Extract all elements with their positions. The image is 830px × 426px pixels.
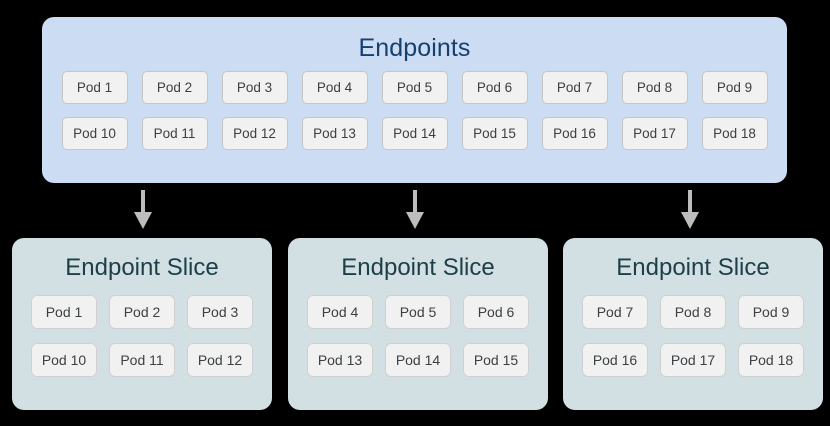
- pod-chip[interactable]: Pod 16: [541, 117, 608, 150]
- pod-chip[interactable]: Pod 5: [385, 295, 451, 329]
- pod-chip[interactable]: Pod 9: [701, 71, 768, 104]
- endpoints-pod-row: Pod 10 Pod 11 Pod 12 Pod 13 Pod 14 Pod 1…: [58, 117, 771, 150]
- endpoints-panel: Endpoints Pod 1 Pod 2 Pod 3 Pod 4 Pod 5 …: [42, 17, 787, 183]
- pod-chip[interactable]: Pod 17: [660, 343, 726, 377]
- endpoint-slice-title: Endpoint Slice: [616, 254, 770, 281]
- pod-chip[interactable]: Pod 12: [221, 117, 288, 150]
- pod-chip[interactable]: Pod 3: [221, 71, 288, 104]
- endpoints-pod-grid: Pod 1 Pod 2 Pod 3 Pod 4 Pod 5 Pod 6 Pod …: [58, 71, 771, 150]
- pod-chip[interactable]: Pod 1: [31, 295, 97, 329]
- endpoint-slice-panel: Endpoint Slice Pod 1 Pod 2 Pod 3 Pod 10 …: [12, 238, 272, 410]
- pod-chip[interactable]: Pod 8: [660, 295, 726, 329]
- pod-chip[interactable]: Pod 10: [31, 343, 97, 377]
- pod-chip[interactable]: Pod 14: [385, 343, 451, 377]
- endpoint-slice-panel: Endpoint Slice Pod 7 Pod 8 Pod 9 Pod 16 …: [563, 238, 823, 410]
- endpoint-slice-pod-row: Pod 10 Pod 11 Pod 12: [26, 343, 258, 377]
- pod-chip[interactable]: Pod 14: [381, 117, 448, 150]
- pod-chip[interactable]: Pod 10: [61, 117, 128, 150]
- endpoint-slice-pod-grid: Pod 7 Pod 8 Pod 9 Pod 16 Pod 17 Pod 18: [577, 295, 809, 377]
- endpoint-slice-title: Endpoint Slice: [65, 254, 219, 281]
- endpoint-slice-panel: Endpoint Slice Pod 4 Pod 5 Pod 6 Pod 13 …: [288, 238, 548, 410]
- pod-chip[interactable]: Pod 3: [187, 295, 253, 329]
- pod-chip[interactable]: Pod 7: [582, 295, 648, 329]
- pod-chip[interactable]: Pod 2: [141, 71, 208, 104]
- endpoint-slice-pod-row: Pod 13 Pod 14 Pod 15: [302, 343, 534, 377]
- pod-chip[interactable]: Pod 17: [621, 117, 688, 150]
- endpoint-slice-pod-row: Pod 4 Pod 5 Pod 6: [302, 295, 534, 329]
- pod-chip[interactable]: Pod 1: [61, 71, 128, 104]
- endpoints-title: Endpoints: [358, 34, 471, 62]
- pod-chip[interactable]: Pod 11: [109, 343, 175, 377]
- endpoints-pod-row: Pod 1 Pod 2 Pod 3 Pod 4 Pod 5 Pod 6 Pod …: [58, 71, 771, 104]
- endpoint-slice-pod-grid: Pod 1 Pod 2 Pod 3 Pod 10 Pod 11 Pod 12: [26, 295, 258, 377]
- arrow-down-icon: [402, 190, 428, 230]
- pod-chip[interactable]: Pod 6: [461, 71, 528, 104]
- pod-chip[interactable]: Pod 18: [738, 343, 804, 377]
- pod-chip[interactable]: Pod 15: [461, 117, 528, 150]
- pod-chip[interactable]: Pod 6: [463, 295, 529, 329]
- arrow-down-icon: [130, 190, 156, 230]
- pod-chip[interactable]: Pod 2: [109, 295, 175, 329]
- pod-chip[interactable]: Pod 11: [141, 117, 208, 150]
- pod-chip[interactable]: Pod 8: [621, 71, 688, 104]
- pod-chip[interactable]: Pod 13: [307, 343, 373, 377]
- endpoint-slice-pod-row: Pod 7 Pod 8 Pod 9: [577, 295, 809, 329]
- pod-chip[interactable]: Pod 9: [738, 295, 804, 329]
- endpoint-slice-pod-row: Pod 16 Pod 17 Pod 18: [577, 343, 809, 377]
- endpoint-slice-pod-row: Pod 1 Pod 2 Pod 3: [26, 295, 258, 329]
- pod-chip[interactable]: Pod 4: [307, 295, 373, 329]
- pod-chip[interactable]: Pod 18: [701, 117, 768, 150]
- pod-chip[interactable]: Pod 5: [381, 71, 448, 104]
- pod-chip[interactable]: Pod 15: [463, 343, 529, 377]
- endpoint-slice-title: Endpoint Slice: [341, 254, 495, 281]
- pod-chip[interactable]: Pod 7: [541, 71, 608, 104]
- endpoint-slice-pod-grid: Pod 4 Pod 5 Pod 6 Pod 13 Pod 14 Pod 15: [302, 295, 534, 377]
- arrow-down-icon: [677, 190, 703, 230]
- pod-chip[interactable]: Pod 12: [187, 343, 253, 377]
- pod-chip[interactable]: Pod 4: [301, 71, 368, 104]
- pod-chip[interactable]: Pod 16: [582, 343, 648, 377]
- pod-chip[interactable]: Pod 13: [301, 117, 368, 150]
